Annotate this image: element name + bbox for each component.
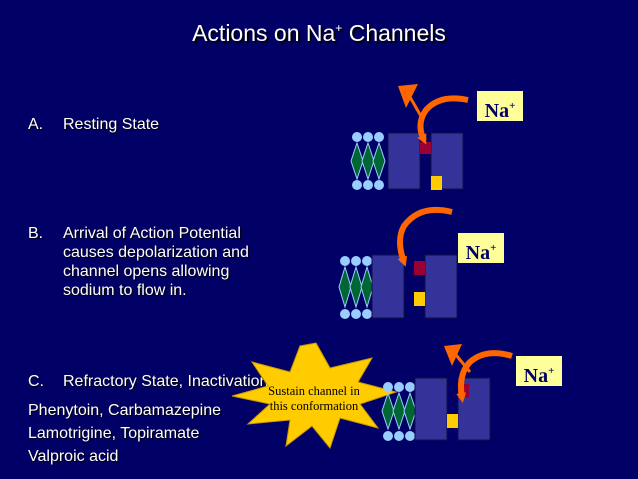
state-b-label: B. bbox=[28, 225, 44, 242]
state-b-line-1: Arrival of Action Potential bbox=[63, 225, 241, 242]
lipid-bilayer-icon bbox=[350, 132, 386, 190]
drug-line-1: Phenytoin, Carbamazepine bbox=[28, 402, 222, 419]
drug-line-2: Lamotrigine, Topiramate bbox=[28, 425, 200, 442]
state-b-text: B. Arrival of Action Potential causes dep… bbox=[28, 224, 249, 300]
title-text: Actions on Na bbox=[192, 20, 336, 46]
title-text-rest: Channels bbox=[342, 20, 446, 46]
state-a-line-1: Resting State bbox=[63, 116, 160, 133]
curved-arrow-icon bbox=[397, 206, 453, 267]
lipid-bilayer-icon bbox=[338, 256, 374, 319]
sodium-channel-icon bbox=[414, 377, 491, 441]
na-label-c: Na+ bbox=[516, 356, 562, 387]
slide-title: Actions on Na+ Channels bbox=[0, 20, 638, 47]
callout-line-1: Sustain channel in bbox=[268, 384, 360, 398]
curved-arrow-icon bbox=[417, 95, 469, 145]
state-c-text: C. Refractory State, Inactivation bbox=[28, 370, 268, 393]
drug-list: Phenytoin, Carbamazepine Lamotrigine, To… bbox=[28, 399, 221, 468]
curved-arrow-icon bbox=[444, 344, 462, 366]
curved-arrow-icon bbox=[398, 84, 418, 108]
callout-line-2: this conformation bbox=[269, 399, 359, 413]
na-label-b: Na+ bbox=[458, 233, 504, 264]
state-a-text: A. Resting State bbox=[28, 115, 159, 134]
diagram-a bbox=[350, 84, 469, 190]
lipid-bilayer-icon bbox=[381, 382, 417, 441]
state-b-line-4: sodium to flow in. bbox=[63, 282, 187, 299]
drug-line-3: Valproic acid bbox=[28, 448, 119, 465]
callout-text: Sustain channel in this conformation bbox=[254, 384, 374, 414]
state-b-line-2: causes depolarization and bbox=[63, 244, 249, 261]
title-superscript: + bbox=[335, 21, 343, 35]
state-a-label: A. bbox=[28, 116, 44, 133]
sodium-channel-icon bbox=[371, 254, 458, 319]
explosion-burst-icon bbox=[231, 342, 398, 450]
state-c-label: C. bbox=[28, 373, 44, 390]
diagram-c bbox=[381, 344, 513, 441]
state-b-line-3: channel opens allowing bbox=[63, 263, 230, 280]
na-label-a: Na+ bbox=[477, 91, 523, 122]
sodium-channel-icon bbox=[387, 132, 464, 190]
state-c-line-1: Refractory State, Inactivation bbox=[63, 373, 269, 390]
diagram-b bbox=[338, 206, 458, 319]
curved-arrow-icon bbox=[456, 350, 513, 403]
